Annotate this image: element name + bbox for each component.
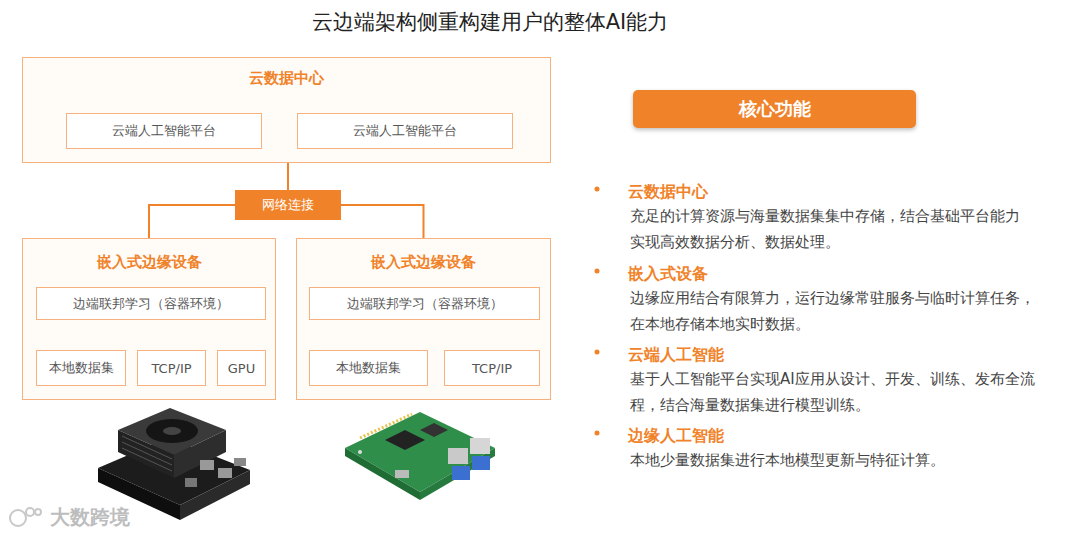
edge-device-box: 嵌入式边缘设备边端联邦学习（容器环境） 本地数据集 TCP/IP: [296, 238, 551, 400]
box-heading: 嵌入式边缘设备: [297, 253, 550, 272]
item-body: 本地少量数据集进行本地模型更新与特征计算。: [628, 447, 1040, 473]
bullet-dot: [595, 187, 600, 192]
platform-box: 云端人工智能平台: [297, 113, 513, 149]
box-label: 本地数据集: [336, 359, 401, 377]
diagram-title: 云边端架构侧重构建用户的整体AI能力: [0, 8, 980, 36]
box-label: 云端人工智能平台: [353, 122, 457, 140]
box-heading: 云数据中心: [23, 69, 550, 88]
box-label: 边端联邦学习（容器环境）: [347, 295, 503, 313]
edge-device-box: 嵌入式边缘设备边端联邦学习（容器环境） 本地数据集 TCP/IP GPU: [22, 238, 276, 400]
protocol-box: TCP/IP: [137, 350, 206, 386]
protocol-box: TCP/IP: [444, 350, 540, 386]
item-heading: 嵌入式设备: [628, 261, 1028, 287]
item-body: 充足的计算资源与海量数据集集中存储，结合基础平台能力实现高效数据分析、数据处理。: [628, 203, 1030, 255]
item-body: 边缘应用结合有限算力，运行边缘常驻服务与临时计算任务，在本地存储本地实时数据。: [628, 285, 1040, 337]
connector-line: [287, 163, 289, 190]
item-heading: 边缘人工智能: [628, 423, 1028, 449]
federated-box: 边端联邦学习（容器环境）: [309, 287, 540, 320]
watermark-logo: [10, 508, 41, 526]
connector-line: [149, 205, 235, 238]
connector-line: [341, 205, 424, 238]
bullet-dot: [595, 269, 600, 274]
box-label: 核心功能: [739, 97, 811, 121]
network-box: 网络连接: [235, 190, 341, 220]
dataset-box: 本地数据集: [36, 350, 126, 386]
box-label: 云端人工智能平台: [112, 122, 216, 140]
platform-box: 云端人工智能平台: [66, 113, 262, 149]
federated-box: 边端联邦学习（容器环境）: [36, 287, 266, 320]
gpu-box: GPU: [217, 350, 266, 386]
box-label: 本地数据集: [49, 359, 114, 377]
box-label: 边端联邦学习（容器环境）: [73, 295, 229, 313]
item-heading: 云数据中心: [628, 179, 1028, 205]
cloud-center-box: 云数据中心云端人工智能平台 云端人工智能平台: [22, 57, 551, 163]
watermark: 大数跨境: [50, 504, 170, 530]
raspberry-pi-picture: [345, 412, 495, 500]
item-heading: 云端人工智能: [628, 342, 1028, 368]
box-label: TCP/IP: [472, 361, 512, 376]
bullet-dot: [595, 431, 600, 436]
box-label: 网络连接: [262, 196, 314, 214]
box-label: GPU: [228, 361, 255, 376]
dataset-box: 本地数据集: [309, 350, 428, 386]
jetson-board-picture: [98, 408, 250, 520]
box-label: TCP/IP: [151, 361, 191, 376]
box-heading: 嵌入式边缘设备: [23, 253, 275, 272]
item-body: 基于人工智能平台实现AI应用从设计、开发、训练、发布全流程，结合海量数据集进行模…: [628, 366, 1035, 418]
core-function-button: 核心功能: [633, 90, 916, 128]
bullet-dot: [595, 350, 600, 355]
